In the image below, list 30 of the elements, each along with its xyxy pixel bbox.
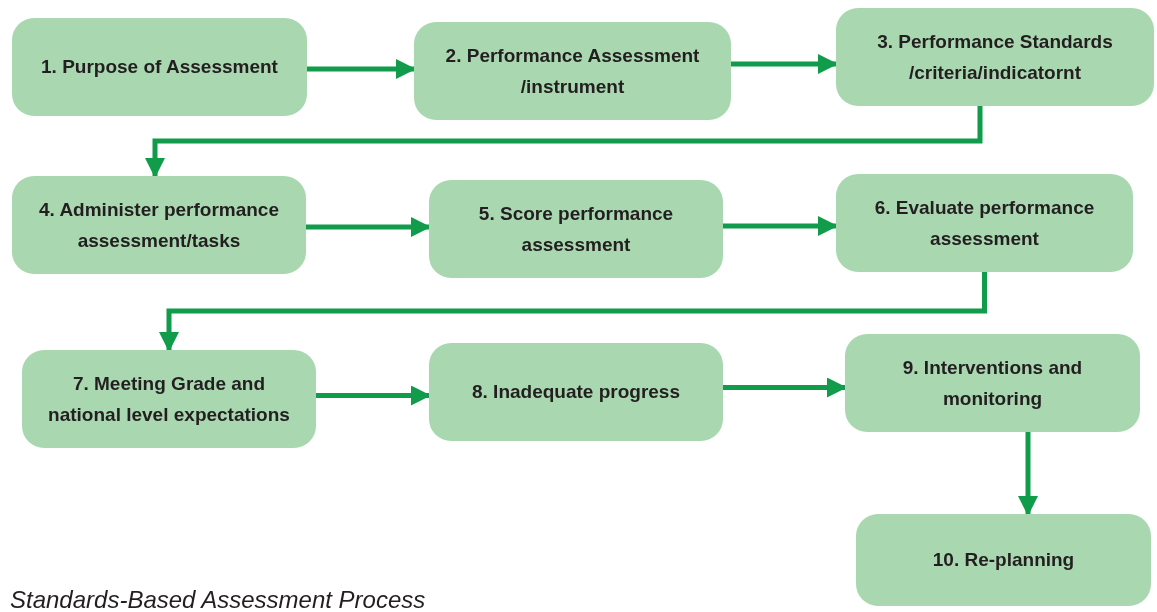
arrow [145,106,983,178]
step-label: 1. Purpose of Assessment [41,55,278,80]
process-box [12,18,307,116]
arrow [723,377,847,398]
step-label: 10. Re-planning [932,548,1075,573]
process-box [12,176,306,274]
arrow [723,216,838,236]
step-label: 4. Administer performance assessment/tasks [37,197,280,253]
step-label: 8. Inadequate progress [472,380,680,405]
step-label: 9. Interventions and monitoring [901,355,1084,411]
step-label: 2. Performance Assessment /instrument [444,43,701,99]
arrow [1018,432,1038,516]
step-label: 7. Meeting Grade and national level expectations [47,371,291,427]
process-box [836,174,1133,272]
arrow [306,217,431,237]
step-label: 5. Score performance assessment [477,201,675,257]
arrow [316,385,431,406]
arrow [307,59,416,79]
process-box [845,334,1140,432]
process-box [22,350,316,448]
step-label: 6. Evaluate performance assessment [873,195,1096,251]
arrow [731,54,838,74]
process-box [429,180,723,278]
step-label: 3. Performance Standards /criteria/indicatornt [876,29,1114,85]
process-box [856,514,1151,606]
arrow [159,272,987,352]
caption: Standards-Based Assessment Process [10,585,426,612]
process-box [836,8,1154,106]
process-box [414,22,731,120]
process-box [429,343,723,441]
